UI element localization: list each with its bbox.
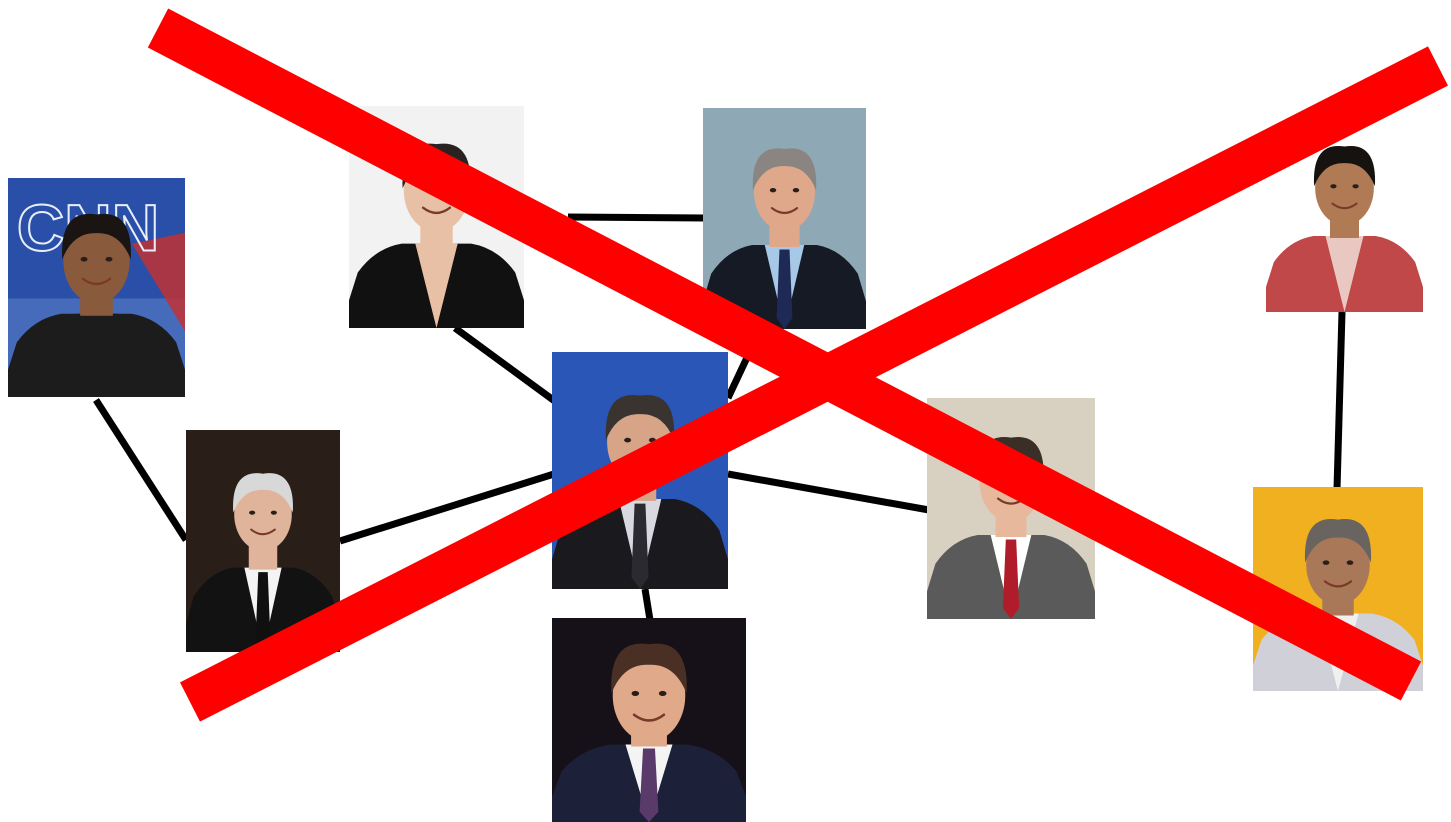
photo-node-gupta: CNN	[8, 178, 185, 397]
host-photo-icon	[1253, 487, 1423, 691]
central-host-photo-icon	[552, 352, 728, 589]
photo-node-stewart	[552, 352, 728, 589]
cnn-host-photo-icon: CNN	[8, 178, 185, 397]
photo-node-sardesai	[1253, 487, 1423, 691]
edge-stewart-king	[727, 470, 930, 514]
photo-node-king	[927, 398, 1095, 619]
host-photo-icon	[186, 430, 340, 652]
edge-maddow-oreilly	[567, 213, 706, 222]
photo-node-cooper	[186, 430, 340, 652]
edge-cooper-stewart	[338, 470, 556, 545]
host-photo-icon	[703, 108, 866, 329]
edge-stewart-williams	[641, 588, 654, 621]
photo-node-oreilly	[703, 108, 866, 329]
photo-node-williams	[552, 618, 746, 822]
host-photo-icon	[927, 398, 1095, 619]
edge-maddow-stewart	[452, 325, 559, 405]
photo-node-dutt	[1266, 112, 1423, 312]
host-photo-icon	[1266, 112, 1423, 312]
edge-dutt-sardesai	[1333, 311, 1346, 490]
edge-oreilly-stewart	[724, 328, 764, 400]
host-photo-icon	[349, 106, 524, 328]
edge-gupta-cooper	[93, 398, 189, 542]
photo-node-maddow	[349, 106, 524, 328]
host-photo-icon	[552, 618, 746, 822]
